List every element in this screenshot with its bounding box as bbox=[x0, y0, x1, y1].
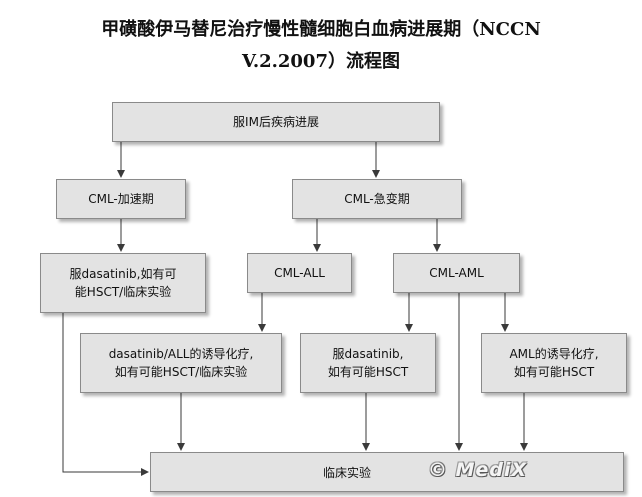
node-cml-aml-label: CML-AML bbox=[429, 266, 484, 280]
node-dasatinib-accelerated-label: 服dasatinib,如有可 能HSCT/临床实验 bbox=[69, 267, 177, 299]
node-dasatinib-all-induction-label: dasatinib/ALL的诱导化疗, 如有可能HSCT/临床实验 bbox=[108, 347, 254, 379]
page-title-line1: 甲磺酸伊马替尼治疗慢性髓细胞白血病进展期（NCCN bbox=[101, 19, 541, 40]
node-disease-progression: 服IM后疾病进展 bbox=[112, 102, 440, 142]
node-cml-all: CML-ALL bbox=[247, 253, 352, 293]
node-disease-progression-label: 服IM后疾病进展 bbox=[233, 115, 319, 129]
node-dasatinib-all-induction: dasatinib/ALL的诱导化疗, 如有可能HSCT/临床实验 bbox=[80, 333, 282, 393]
medix-watermark: © MediX bbox=[428, 459, 528, 481]
node-dasatinib-accelerated: 服dasatinib,如有可 能HSCT/临床实验 bbox=[40, 253, 206, 313]
node-dasatinib-aml: 服dasatinib, 如有可能HSCT bbox=[300, 333, 436, 393]
node-clinical-trial-label: 临床实验 bbox=[323, 466, 372, 480]
node-clinical-trial: 临床实验 bbox=[150, 452, 624, 492]
node-accelerated-phase: CML-加速期 bbox=[56, 179, 186, 219]
node-blast-phase: CML-急变期 bbox=[292, 179, 462, 219]
node-blast-phase-label: CML-急变期 bbox=[344, 192, 410, 206]
node-cml-all-label: CML-ALL bbox=[274, 266, 325, 280]
node-cml-aml: CML-AML bbox=[393, 253, 520, 293]
node-aml-induction: AML的诱导化疗, 如有可能HSCT bbox=[481, 333, 627, 393]
node-accelerated-phase-label: CML-加速期 bbox=[88, 192, 154, 206]
page-title-line2: V.2.2007）流程图 bbox=[242, 51, 400, 72]
arrow-dasatinib-accel-to-trial bbox=[62, 313, 149, 476]
node-aml-induction-label: AML的诱导化疗, 如有可能HSCT bbox=[509, 347, 599, 379]
node-dasatinib-aml-label: 服dasatinib, 如有可能HSCT bbox=[327, 347, 409, 379]
